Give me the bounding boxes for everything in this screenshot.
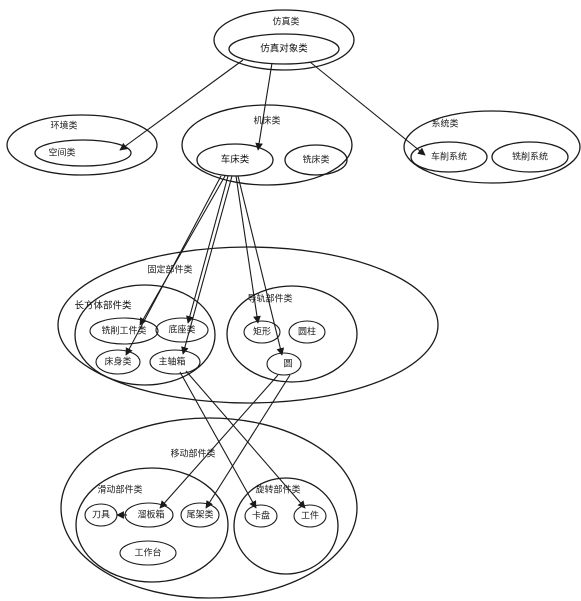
arrow-lathe-to-milling-workpiece: [139, 175, 226, 326]
system-class-ellipse: [403, 110, 581, 184]
guide-rail-parts-label: 导轨部件类: [247, 293, 292, 305]
arrow-sim-to-turning-system: [309, 61, 426, 156]
carriage-label: 溜板箱: [137, 509, 164, 521]
milling-machine-class-ellipse: [284, 144, 348, 176]
environment-inner-label: 空间类: [48, 147, 75, 159]
machine-tool-class-ellipse: [181, 104, 353, 186]
sliding-parts-class-label: 滑动部件类: [97, 484, 142, 496]
arrow-spindle-to-workpiece: [185, 370, 306, 509]
moving-parts-class-label: 移动部件类: [170, 448, 215, 460]
system-class-label: 系统类: [431, 118, 458, 130]
fixed-parts-class-ellipse: [57, 246, 439, 404]
lathe-class-label: 车床类: [221, 154, 250, 166]
cylinder-label: 圆柱: [298, 326, 316, 338]
tailstock-label: 尾架类: [186, 509, 213, 521]
rotating-parts-class-ellipse: [233, 477, 339, 575]
base-table-ellipse: [155, 317, 209, 343]
workpiece-ellipse: [293, 504, 327, 528]
arrow-lathe-to-rectangle: [235, 175, 261, 324]
cuboid-parts-class-label: 长方体部件类: [74, 300, 132, 312]
lathe-class-ellipse: [196, 143, 274, 177]
sliding-parts-class-ellipse: [75, 467, 229, 583]
arrow-sim-to-lathe: [255, 62, 273, 151]
bed-class-ellipse: [95, 349, 141, 375]
moving-parts-class-ellipse: [60, 417, 358, 599]
arrow-lathe-to-base-table: [186, 175, 229, 324]
arrow-lathe-to-spindle: [181, 175, 233, 355]
environment-inner-ellipse: [34, 139, 132, 167]
worktable-label: 工作台: [134, 547, 161, 559]
chuck-ellipse: [244, 504, 278, 528]
arrow-lathe-to-circle: [237, 175, 285, 356]
worktable-ellipse: [119, 540, 177, 566]
simulation-class-ellipse: [213, 9, 355, 71]
arrow-lathe-to-bed: [125, 175, 222, 356]
arrow-spindle-to-chuck: [179, 371, 257, 509]
rectangle-label: 矩形: [253, 326, 271, 338]
rectangle-ellipse: [243, 320, 281, 344]
turning-system-label: 车削系统: [431, 151, 467, 163]
milling-system-label: 铣削系统: [512, 151, 548, 163]
cylinder-ellipse: [288, 320, 326, 344]
workpiece-label: 工件: [301, 510, 319, 522]
spindle-box-label: 主轴箱: [158, 356, 185, 368]
milling-workpiece-ellipse: [89, 317, 159, 345]
fixed-parts-class-label: 固定部件类: [147, 264, 192, 276]
spindle-box-ellipse: [149, 349, 201, 375]
environment-class-label: 环境类: [50, 120, 77, 132]
arrow-circle-to-tailstock: [205, 374, 291, 509]
circle-label: 圆: [283, 359, 292, 370]
simulation-object-class-label: 仿真对象类: [260, 43, 308, 55]
rotating-parts-class-label: 旋转部件类: [255, 484, 300, 496]
cuboid-parts-class-ellipse: [74, 284, 216, 386]
turning-system-ellipse: [410, 141, 488, 173]
tailstock-ellipse: [180, 502, 220, 528]
simulation-class-label: 仿真类: [272, 16, 299, 28]
arrow-sim-to-environment: [119, 59, 244, 151]
chuck-label: 卡盘: [252, 510, 270, 522]
bed-class-label: 床身类: [104, 356, 131, 368]
tool-label: 刀具: [92, 510, 110, 521]
machine-tool-class-label: 机床类: [253, 115, 280, 127]
milling-machine-class-label: 铣床类: [302, 154, 329, 166]
milling-system-ellipse: [491, 141, 569, 173]
milling-workpiece-label: 铣削工件类: [101, 325, 146, 337]
simulation-object-class-ellipse: [228, 33, 340, 65]
guide-rail-parts-ellipse: [226, 285, 358, 383]
environment-class-ellipse: [6, 114, 158, 176]
